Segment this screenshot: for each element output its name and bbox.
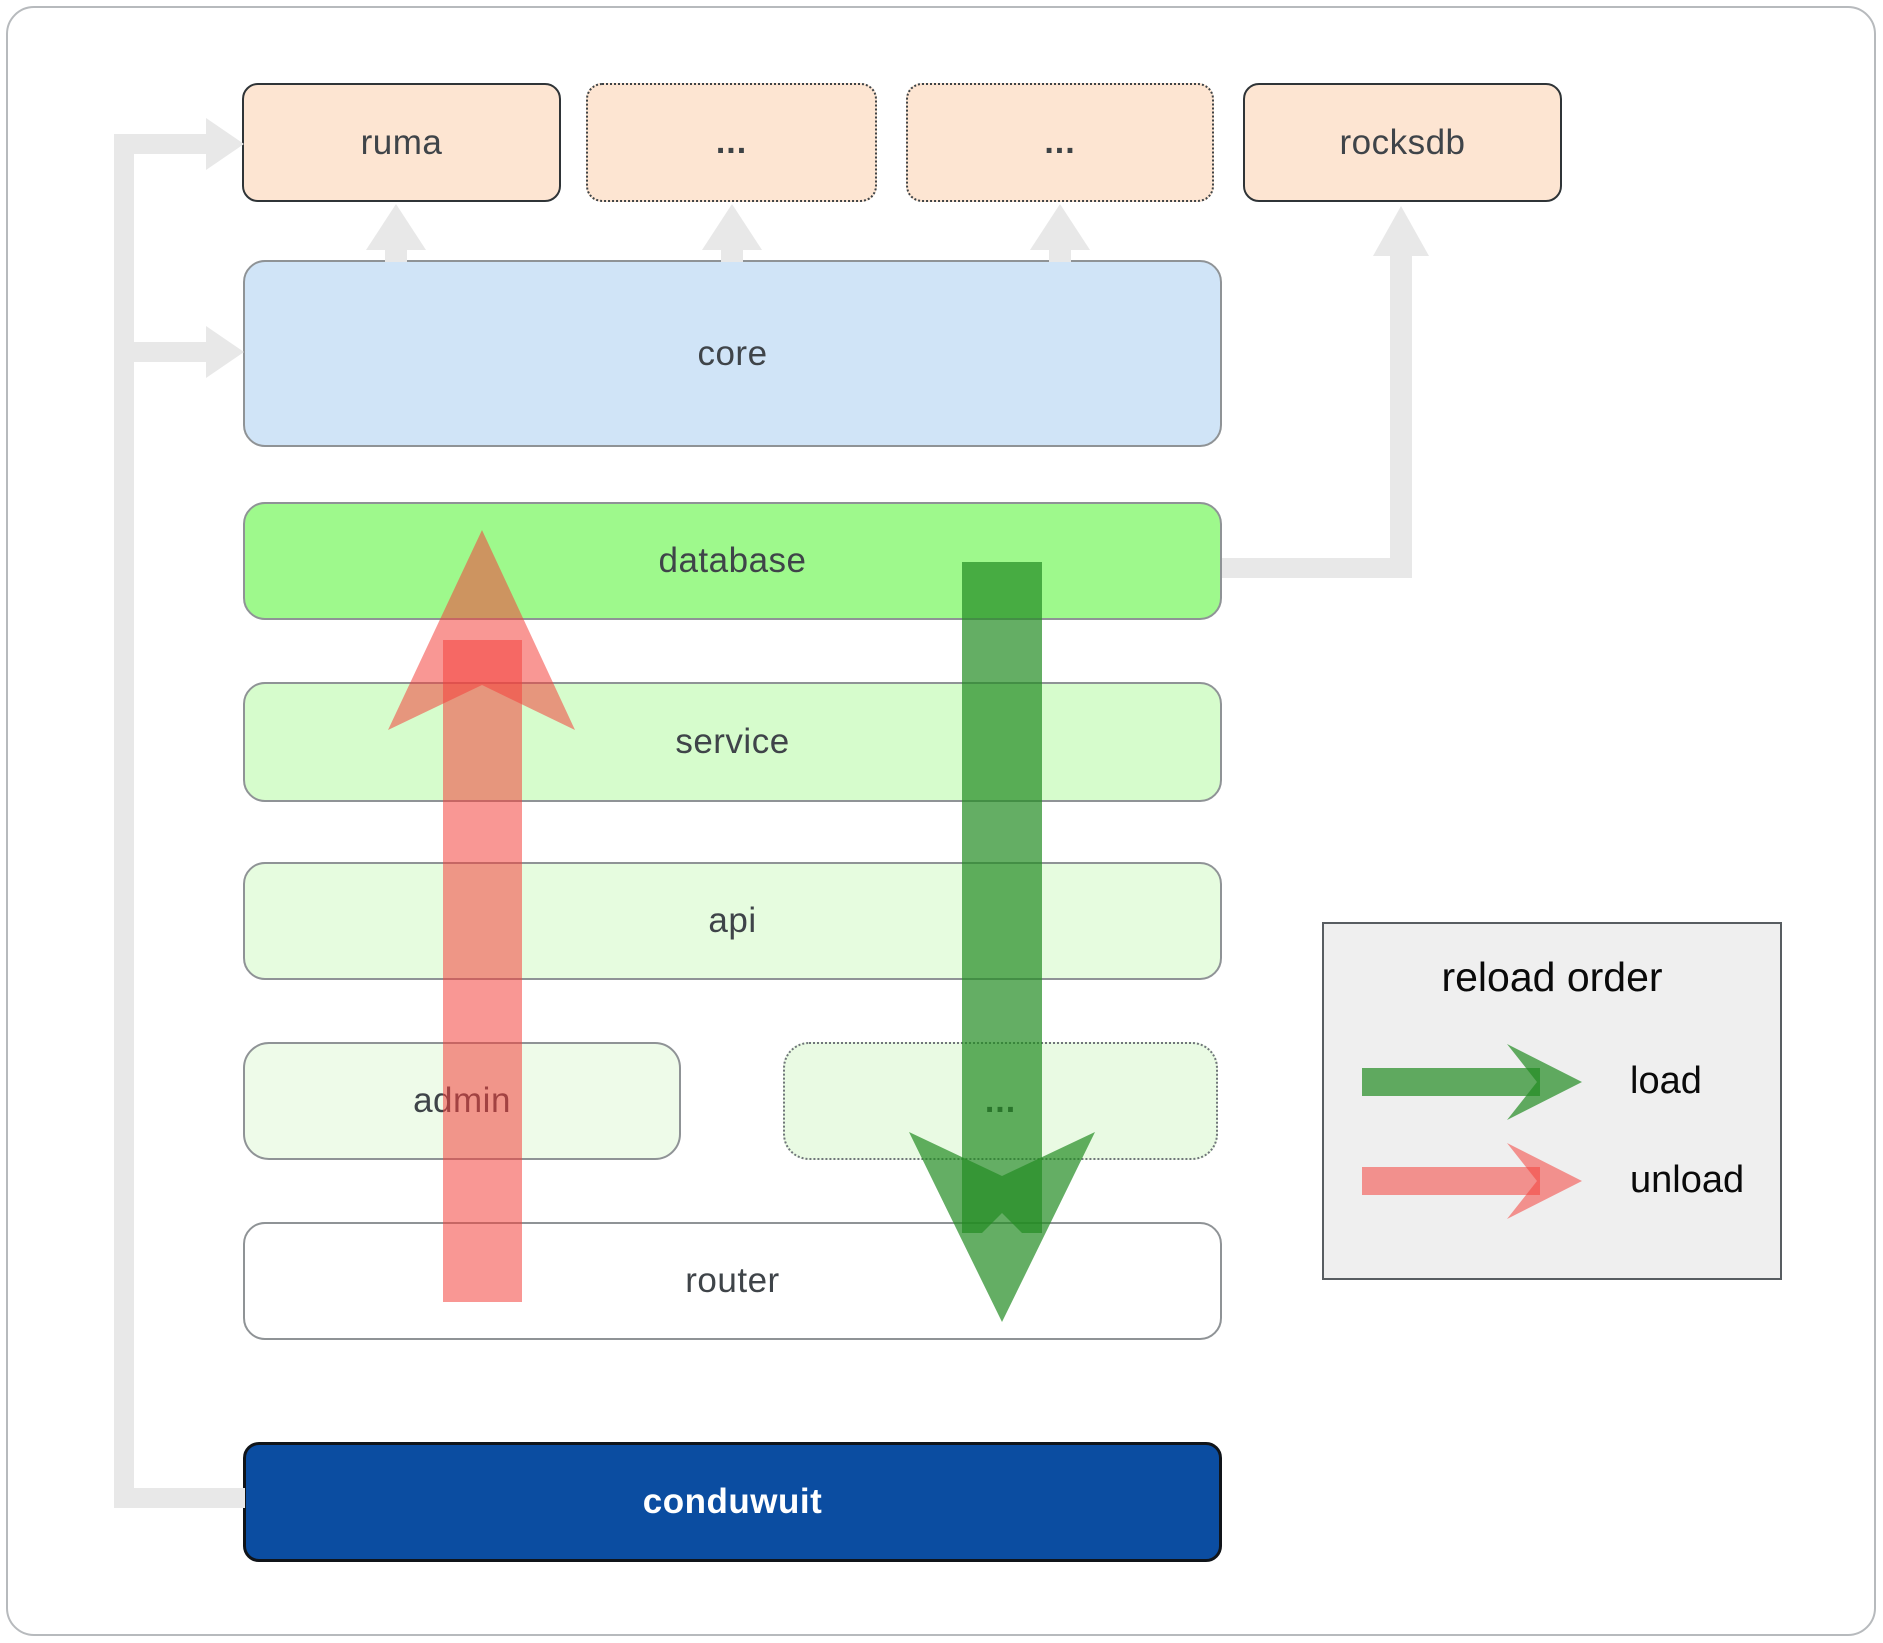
box-conduwuit-label: conduwuit [642, 1482, 823, 1521]
box-service: service [243, 682, 1222, 802]
box-core-label: core [697, 333, 768, 373]
page-frame [6, 6, 1876, 1636]
box-ellipsis-top-1: ... [586, 83, 877, 202]
box-admin-label: admin [413, 1081, 511, 1120]
box-api-label: api [708, 901, 757, 940]
box-ruma: ruma [242, 83, 561, 202]
box-ellipsis-admin: ... [783, 1042, 1218, 1160]
box-router: router [243, 1222, 1222, 1340]
legend-box: reload order load unload [1322, 922, 1782, 1280]
box-ellipsis-top-2-label: ... [1044, 123, 1076, 161]
box-api: api [243, 862, 1222, 980]
box-rocksdb: rocksdb [1243, 83, 1562, 202]
legend-title: reload order [1441, 954, 1663, 1000]
box-core: core [243, 260, 1222, 447]
box-database: database [243, 502, 1222, 620]
box-router-label: router [685, 1261, 780, 1300]
box-rocksdb-label: rocksdb [1339, 122, 1466, 162]
box-ellipsis-top-2: ... [906, 83, 1214, 202]
box-ruma-label: ruma [360, 122, 443, 162]
box-service-label: service [675, 722, 790, 761]
legend-unload-label: unload [1630, 1159, 1745, 1201]
box-ellipsis-top-1-label: ... [715, 123, 748, 161]
box-conduwuit: conduwuit [243, 1442, 1222, 1562]
legend-load-label: load [1630, 1060, 1702, 1102]
box-admin: admin [243, 1042, 681, 1160]
box-database-label: database [658, 541, 807, 580]
box-ellipsis-admin-label: ... [984, 1081, 1017, 1120]
